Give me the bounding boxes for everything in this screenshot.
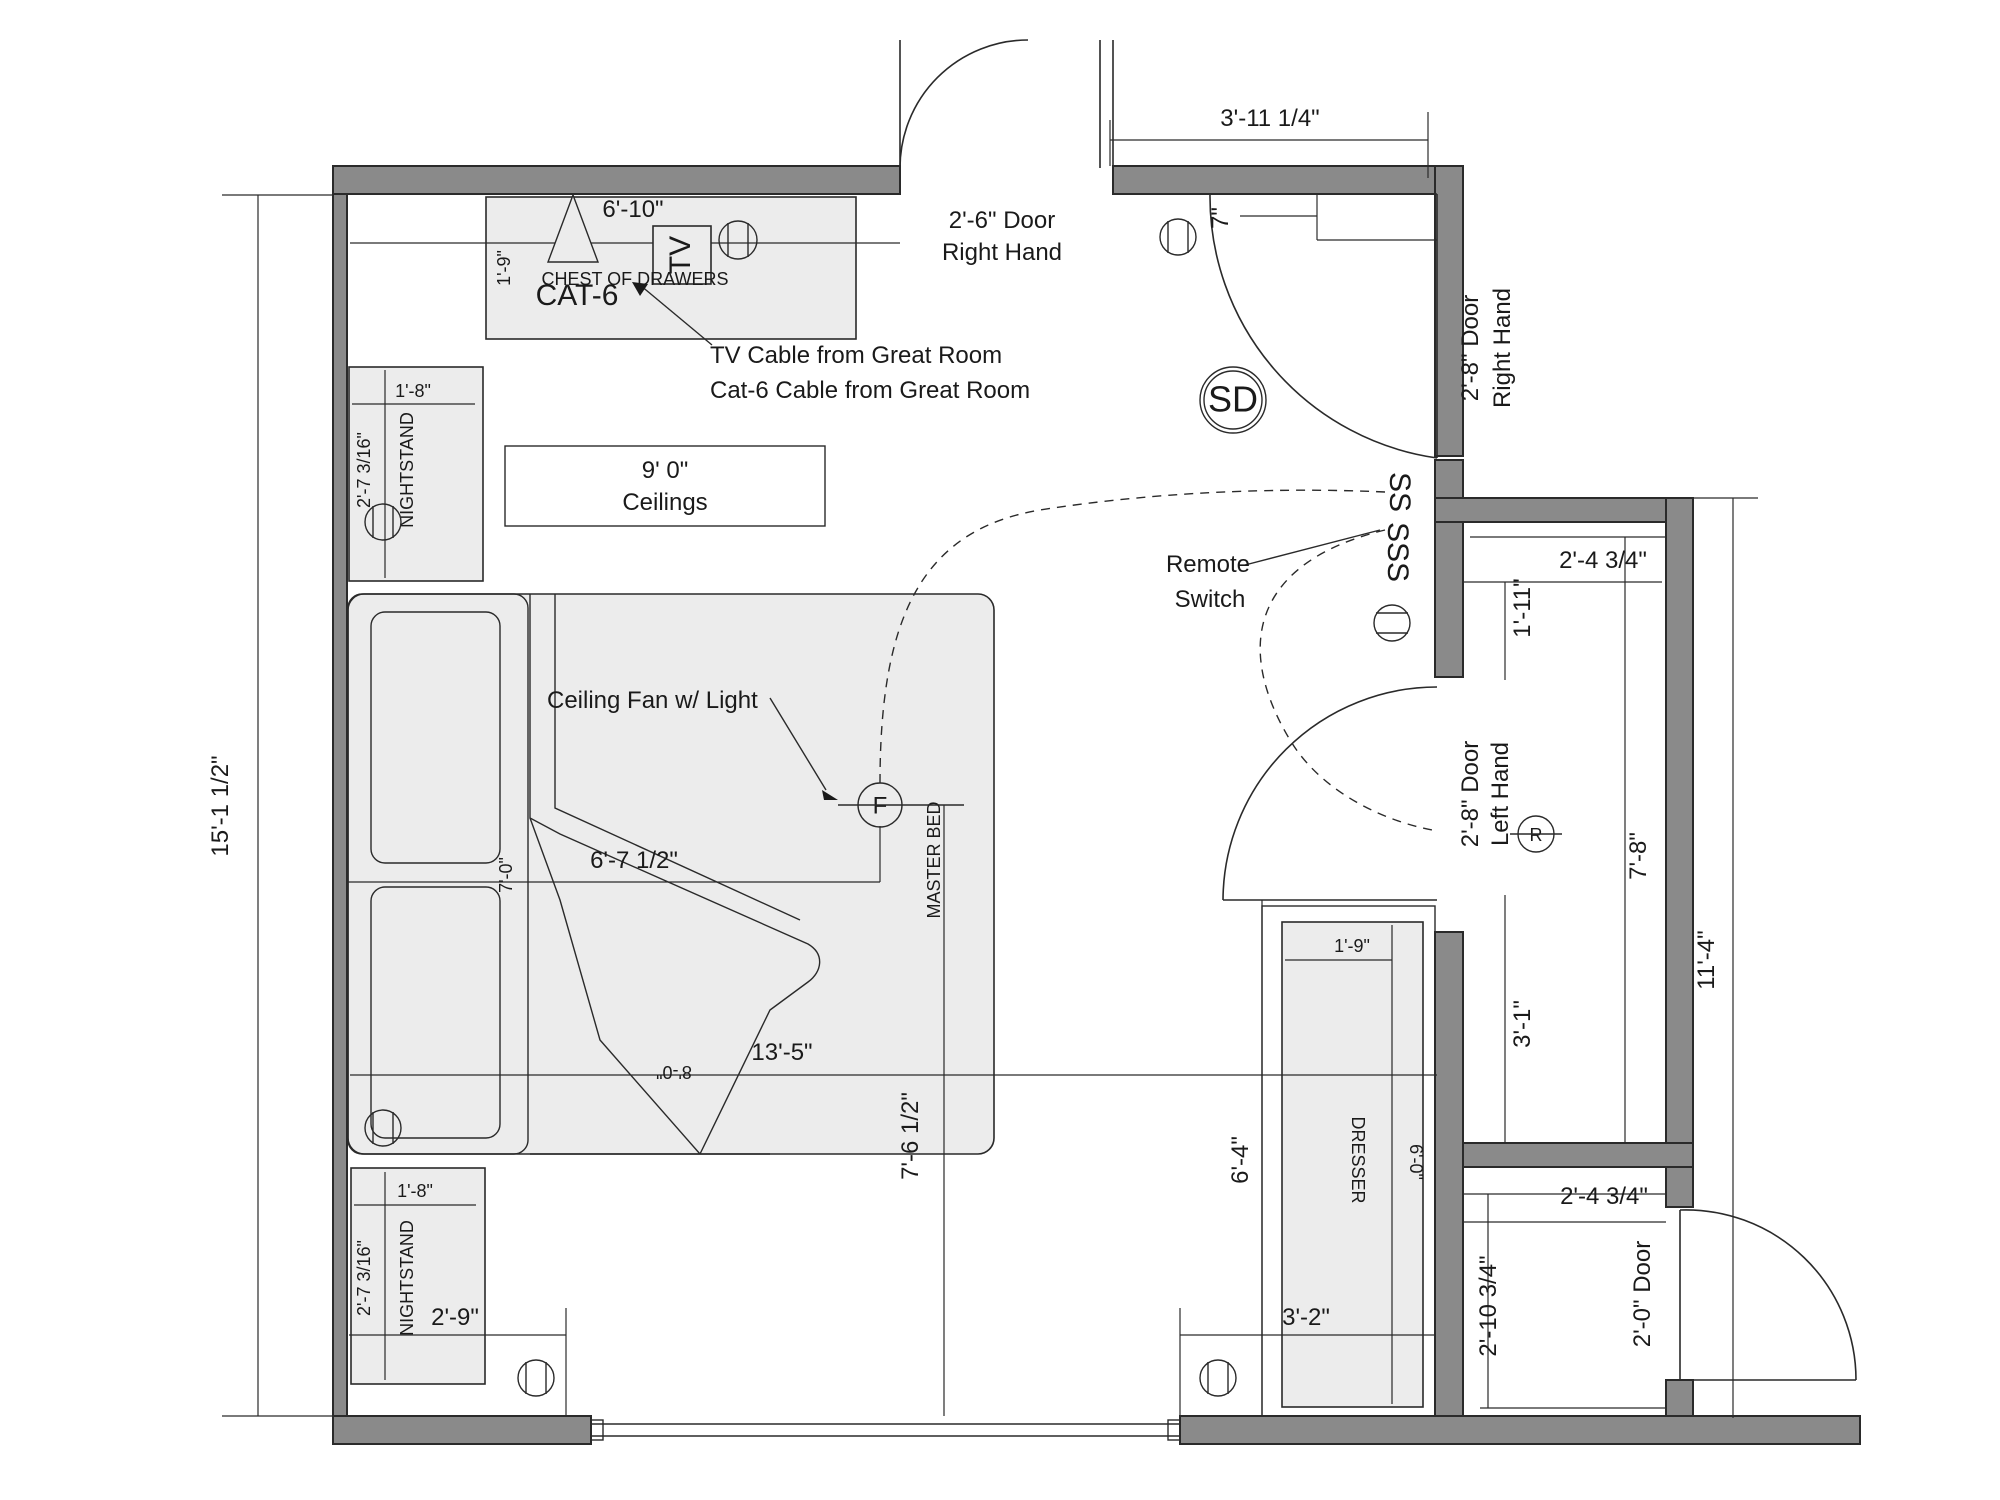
dimension-text: 15'-1 1/2" 3'-11 1/4" 2'-6" Door Right H… <box>207 105 1720 1357</box>
outlet-icon <box>1199 1359 1237 1397</box>
bed-8ft: 8'-0" <box>656 1062 692 1082</box>
fan-symbol: F <box>873 792 888 819</box>
nightstand-bottom-width: 1'-8" <box>397 1181 433 1201</box>
door-closet-size: 2'-8" Door <box>1457 741 1484 847</box>
top-right-width: 3'-11 1/4" <box>1220 105 1319 132</box>
switch-word: Switch <box>1175 586 1246 613</box>
ceiling-fan: Ceiling Fan w/ Light F <box>547 687 964 828</box>
door-right-upper-hand: Right Hand <box>1489 288 1516 408</box>
door-top-size: 2'-6" Door <box>949 207 1055 234</box>
nightstand-top-depth: 2'-7 3/16" <box>354 432 374 508</box>
small-closet-width: 2'-4 3/4" <box>1560 1183 1648 1210</box>
dresser-length: 6'-0" <box>1406 1144 1426 1180</box>
cat6-cable-note: Cat-6 Cable from Great Room <box>710 377 1030 404</box>
overall-height: 15'-1 1/2" <box>207 755 234 856</box>
walls <box>332 165 1861 1445</box>
closet-7-8: 7'-8" <box>1625 832 1652 880</box>
small-closet-depth: 2'-10 3/4" <box>1475 1255 1502 1356</box>
closet-width-upper: 2'-4 3/4" <box>1559 547 1647 574</box>
nightstand-bottom: 1'-8" 2'-7 3/16" NIGHTSTAND <box>350 1167 486 1385</box>
outlet-icon <box>517 1359 555 1397</box>
bed-label: MASTER BED <box>924 801 944 918</box>
door-closet-hand: Left Hand <box>1487 742 1514 846</box>
closet-lines <box>1463 536 1666 1409</box>
outlet-icon <box>718 220 758 260</box>
bed-to-wall: 7'-6 1/2" <box>897 1092 924 1180</box>
chest-depth-dim: 1'-9" <box>494 250 514 286</box>
ceiling-height: 9' 0" <box>642 457 688 484</box>
chest-label: CHEST OF DRAWERS <box>541 269 728 289</box>
nightstand-top-label: NIGHTSTAND <box>397 412 417 528</box>
fan-note: Ceiling Fan w/ Light <box>547 687 758 714</box>
door-closet[interactable] <box>1222 686 1438 901</box>
dresser-6-4: 6'-4" <box>1227 1136 1254 1184</box>
door-small[interactable] <box>1679 1209 1857 1381</box>
dim-7in: 7" <box>1207 207 1234 229</box>
dresser: 1'-9" DRESSER 6'-0" <box>1261 905 1436 1417</box>
bed-width-span: 6'-7 1/2" <box>590 847 678 874</box>
tv-box <box>652 225 712 285</box>
ceiling-height-box: 9' 0" Ceilings <box>504 445 826 527</box>
outlet-icon <box>364 1109 402 1147</box>
tv-symbol: TV <box>664 236 697 274</box>
tv-cable-note: TV Cable from Great Room <box>710 342 1002 369</box>
cat6-triangle-icon <box>546 192 600 263</box>
nightstand-bottom-label: NIGHTSTAND <box>397 1220 417 1336</box>
remote-switch-note: Remote Switch <box>1166 529 1381 613</box>
switch-wiring <box>879 489 1433 831</box>
nightstand-bottom-depth: 2'-7 3/16" <box>354 1240 374 1316</box>
ceiling-word: Ceilings <box>622 489 707 516</box>
sd-label: SD <box>1208 379 1258 420</box>
switch-icon-lower: SSS <box>1381 522 1414 582</box>
door-top-hand: Right Hand <box>942 239 1062 266</box>
door-right-upper-size: 2'-8" Door <box>1457 295 1484 401</box>
nightstand-top-width: 1'-8" <box>395 381 431 401</box>
chest-width-dim: 6'-10" <box>602 196 663 223</box>
outlet-icon <box>364 503 402 541</box>
outlet-icon <box>1373 604 1411 642</box>
switch-icon: SS <box>1383 472 1416 512</box>
room-width: 13'-5" <box>751 1039 812 1066</box>
bed-length-dim: 7'-0" <box>496 857 516 893</box>
dresser-3-2: 3'-2" <box>1282 1304 1330 1331</box>
nightstand-2-9: 2'-9" <box>431 1304 479 1331</box>
closet-11-4: 11'-4" <box>1693 930 1720 989</box>
cat6-label: CAT-6 <box>536 279 619 312</box>
door-small-size: 2'-0" Door <box>1629 1241 1656 1347</box>
remote-word: Remote <box>1166 551 1250 578</box>
door-top[interactable] <box>899 39 1114 169</box>
chest-of-drawers: TV CHEST OF DRAWERS CAT-6 6'-10" 1'-9" <box>350 192 900 340</box>
door-right-upper[interactable] <box>1209 193 1438 459</box>
dresser-width: 1'-9" <box>1334 936 1370 956</box>
dresser-label: DRESSER <box>1348 1116 1368 1203</box>
closet-3-1: 3'-1" <box>1509 1000 1536 1048</box>
smoke-detector: SD <box>1199 366 1267 434</box>
dimension-lines <box>222 112 1758 1418</box>
outlet-icon <box>1159 218 1197 256</box>
closet-1-11: 1'-11" <box>1509 578 1536 637</box>
switch-bank[interactable]: SS SSS <box>1381 472 1416 582</box>
remote-symbol: R <box>1530 825 1543 845</box>
cable-notes: TV Cable from Great Room Cat-6 Cable fro… <box>632 282 1030 404</box>
bottom-window <box>590 1419 1181 1441</box>
nightstand-top: 1'-8" 2'-7 3/16" NIGHTSTAND <box>348 366 484 582</box>
remote-receiver: R <box>1510 815 1562 853</box>
master-bed: MASTER BED 7'-0" <box>347 593 995 1155</box>
